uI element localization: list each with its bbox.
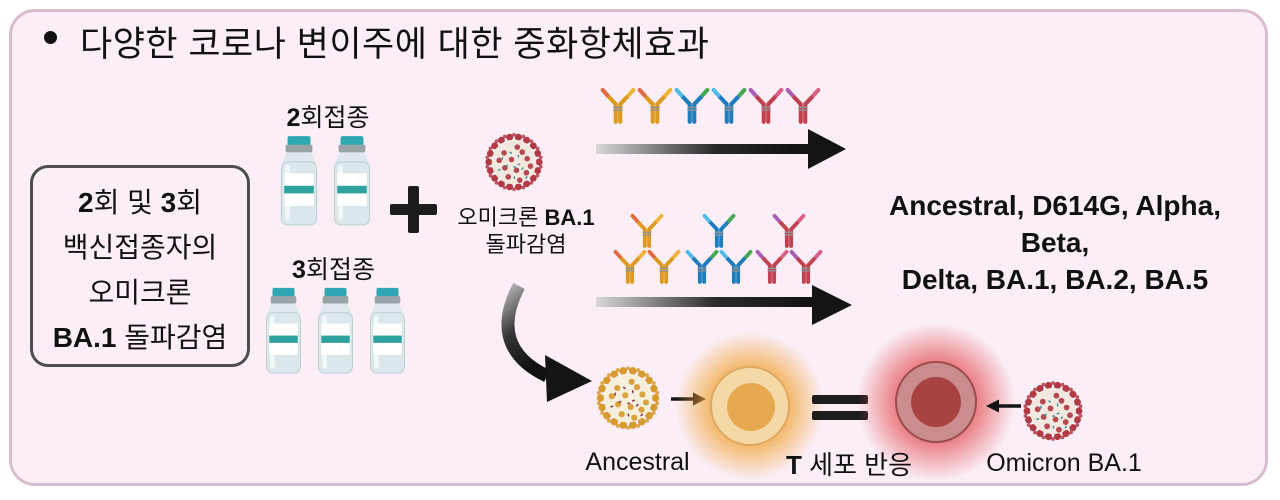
antibody-icon: [785, 86, 821, 126]
omicron-virus-icon: [481, 129, 547, 195]
antibody-row-2: [598, 212, 828, 290]
three-dose-label: 3회접종: [292, 256, 375, 284]
ancestral-virus-icon: [592, 362, 664, 434]
breakthrough-label: 오미크론 BA.1 돌파감염: [440, 204, 612, 258]
vaccine-vial-icon: [331, 133, 373, 229]
antibody-row-1: [600, 86, 821, 126]
study-group-line-1: 2회 및 3회: [77, 187, 202, 218]
equals-icon: [812, 395, 868, 404]
tcell-orange-nucleus: [727, 383, 775, 431]
variant-list-line-1: Ancestral, D614G, Alpha, Beta,: [889, 190, 1221, 258]
omicron-ba1-virus-icon: [1019, 377, 1087, 445]
two-dose-label: 2회접종: [286, 104, 370, 132]
antibody-icon: [613, 248, 647, 286]
vaccine-vial-icon: [366, 287, 409, 375]
small-arrow-left-icon: [986, 399, 1021, 413]
two-dose-vials: [278, 133, 373, 229]
omicron-caption: Omicron BA.1: [986, 449, 1142, 477]
figure-title: 다양한 코로나 변이주에 대한 중화항체효과: [80, 25, 710, 64]
antibody-icon: [600, 86, 636, 126]
three-dose-vials: [262, 287, 409, 375]
breakthrough-label-line-2: 돌파감염: [485, 232, 567, 257]
ancestral-caption: Ancestral: [585, 448, 690, 476]
variant-list: Ancestral, D614G, Alpha, Beta, Delta, BA…: [858, 187, 1252, 298]
antibody-icon: [711, 86, 747, 126]
vaccine-vial-icon: [262, 287, 305, 375]
study-group-line-3: 오미크론: [88, 277, 192, 308]
breakthrough-label-line-1: 오미크론 BA.1: [457, 205, 595, 230]
bullet-icon: [44, 31, 57, 44]
study-group-line-2: 백신접종자의: [62, 232, 218, 263]
antibody-icon: [685, 248, 719, 286]
antibody-icon: [755, 248, 789, 286]
variant-list-line-2: Delta, BA.1, BA.2, BA.5: [901, 264, 1209, 295]
tcell-red-nucleus: [911, 377, 961, 427]
antibody-icon: [647, 248, 681, 286]
study-group-box: 2회 및 3회 백신접종자의 오미크론 BA.1 돌파감염: [30, 165, 250, 367]
antibody-icon: [772, 212, 806, 250]
tcell-response-caption: T 세포 반응: [785, 450, 913, 480]
vaccine-vial-icon: [278, 133, 320, 229]
study-group-line-4: BA.1 돌파감염: [52, 322, 228, 353]
vaccine-vial-icon: [314, 287, 357, 375]
antibody-icon: [789, 248, 823, 286]
plus-icon: [408, 186, 419, 233]
antibody-icon: [719, 248, 753, 286]
antibody-icon: [637, 86, 673, 126]
antibody-icon: [748, 86, 784, 126]
antibody-icon: [630, 212, 664, 250]
curved-arrow-icon: [501, 282, 592, 402]
antibody-icon: [674, 86, 710, 126]
arrow-right-icon: [596, 129, 846, 169]
antibody-icon: [702, 212, 736, 250]
arrow-right-icon: [596, 285, 852, 325]
equals-icon: [812, 411, 868, 420]
